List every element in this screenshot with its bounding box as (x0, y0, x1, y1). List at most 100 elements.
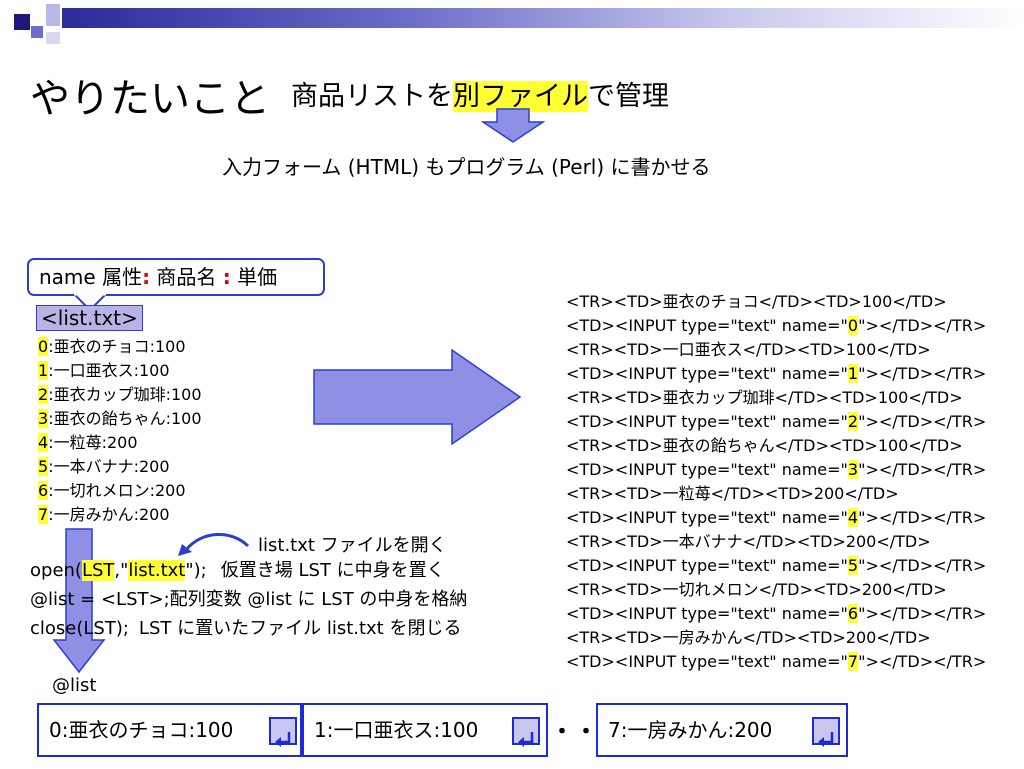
list-item-number: 5 (38, 457, 49, 476)
callout-suffix: 単価 (230, 265, 278, 289)
code-line-post: "></TD></TR> (858, 508, 987, 527)
array-cell-text: 7:一房みかん:200 (608, 718, 773, 742)
array-label: @list (52, 675, 97, 696)
file-name-label: <list.txt> (36, 305, 143, 331)
return-icon (812, 717, 840, 747)
page-title: やりたいこと (30, 76, 270, 122)
code-line: <TR><TD>一切れメロン</TD><TD>200</TD> (566, 578, 986, 602)
list-item-number: 0 (38, 337, 49, 356)
perl-list-note: 配列変数 @list に LST の中身を格納 (169, 589, 468, 610)
list-item-number: 6 (38, 481, 49, 500)
header-square-1 (14, 14, 30, 30)
code-line-num: 5 (847, 556, 859, 575)
code-line: <TR><TD>亜衣のチョコ</TD><TD>100</TD> (566, 290, 986, 314)
code-line-num: 0 (847, 316, 859, 335)
code-line-pre: <TD><INPUT type="text" name=" (566, 316, 848, 335)
list-item: 4:一粒苺:200 (38, 431, 202, 455)
code-line-post: "></TD></TR> (858, 412, 987, 431)
code-line-pre: <TD><INPUT type="text" name=" (566, 460, 848, 479)
array-cell-1: 1:一口亜衣ス:100 (302, 703, 548, 757)
callout-prefix: name 属性 (39, 265, 143, 289)
code-line: <TR><TD>一粒苺</TD><TD>200</TD> (566, 482, 986, 506)
code-line-post: "></TD></TR> (858, 604, 987, 623)
return-icon (512, 717, 540, 747)
code-line-pre: <TR><TD>一本バナナ</TD><TD>200</TD> (566, 532, 931, 551)
code-line-pre: <TR><TD>亜衣の飴ちゃん</TD><TD>100</TD> (566, 436, 963, 455)
code-line: <TD><INPUT type="text" name="3"></TD></T… (566, 458, 986, 482)
code-line-pre: <TR><TD>亜衣カップ珈琲</TD><TD>100</TD> (566, 388, 963, 407)
list-item-text: :一切れメロン:200 (48, 481, 186, 500)
list-item-text: :一房みかん:200 (48, 505, 170, 524)
code-line: <TR><TD>亜衣カップ珈琲</TD><TD>100</TD> (566, 386, 986, 410)
code-line: <TR><TD>一口亜衣ス</TD><TD>100</TD> (566, 338, 986, 362)
list-item-number: 4 (38, 433, 49, 452)
header-square-3 (46, 4, 60, 26)
list-item-number: 7 (38, 505, 49, 524)
code-line-pre: <TR><TD>亜衣のチョコ</TD><TD>100</TD> (566, 292, 947, 311)
code-line-pre: <TD><INPUT type="text" name=" (566, 508, 848, 527)
code-line-pre: <TD><INPUT type="text" name=" (566, 364, 848, 383)
code-line-pre: <TD><INPUT type="text" name=" (566, 652, 848, 671)
list-item-text: :一粒苺:200 (48, 433, 138, 452)
list-item-number: 1 (38, 361, 49, 380)
code-line-num: 4 (847, 508, 859, 527)
code-line: <TD><INPUT type="text" name="1"></TD></T… (566, 362, 986, 386)
list-item: 7:一房みかん:200 (38, 503, 202, 527)
code-line: <TD><INPUT type="text" name="0"></TD></T… (566, 314, 986, 338)
perl-close-line: close(LST);LST に置いたファイル list.txt を閉じる (30, 618, 462, 639)
array-cell-text: 0:亜衣のチョコ:100 (49, 718, 234, 742)
code-line-post: "></TD></TR> (858, 364, 987, 383)
code-line-post: "></TD></TR> (858, 316, 987, 335)
list-item: 3:亜衣の飴ちゃん:100 (38, 407, 202, 431)
callout-pointer (72, 294, 108, 312)
code-line: <TD><INPUT type="text" name="7"></TD></T… (566, 650, 986, 674)
array-cell-0: 0:亜衣のチョコ:100 (37, 703, 302, 757)
return-icon (269, 717, 297, 747)
header-square-2 (31, 26, 43, 38)
code-line-pre: <TD><INPUT type="text" name=" (566, 556, 848, 575)
generated-html-code: <TR><TD>亜衣のチョコ</TD><TD>100</TD> <TD><INPU… (566, 290, 986, 674)
code-line-pre: <TR><TD>一粒苺</TD><TD>200</TD> (566, 484, 899, 503)
code-line: <TD><INPUT type="text" name="4"></TD></T… (566, 506, 986, 530)
code-line: <TR><TD>一房みかん</TD><TD>200</TD> (566, 626, 986, 650)
code-line-pre: <TR><TD>一口亜衣ス</TD><TD>100</TD> (566, 340, 931, 359)
list-item-text: :一本バナナ:200 (48, 457, 170, 476)
code-line-num: 2 (847, 412, 859, 431)
subtitle-before: 商品リストを (291, 81, 453, 112)
subtitle-line: 入力フォーム (HTML) もプログラム (Perl) に書かせる (222, 155, 711, 179)
code-line-post: "></TD></TR> (858, 556, 987, 575)
code-line-pre: <TR><TD>一切れメロン</TD><TD>200</TD> (566, 580, 947, 599)
callout-sep-1: : (142, 265, 151, 289)
code-line-num: 7 (847, 652, 859, 671)
list-item-text: :亜衣のチョコ:100 (48, 337, 186, 356)
subtitle-after: で管理 (588, 81, 669, 112)
code-line-num: 3 (847, 460, 859, 479)
subtitle-highlight: 別ファイル (453, 81, 588, 112)
list-item: 6:一切れメロン:200 (38, 479, 202, 503)
callout-sep-2: : (222, 265, 231, 289)
perl-close-note: LST に置いたファイル list.txt を閉じる (138, 618, 462, 639)
code-line: <TD><INPUT type="text" name="5"></TD></T… (566, 554, 986, 578)
name-attribute-callout: name 属性: 商品名 : 単価 (27, 258, 325, 296)
code-line: <TR><TD>亜衣の飴ちゃん</TD><TD>100</TD> (566, 434, 986, 458)
list-item-text: :一口亜衣ス:100 (48, 361, 170, 380)
code-line-pre: <TD><INPUT type="text" name=" (566, 412, 848, 431)
perl-open-note: 仮置き場 LST に中身を置く (220, 560, 445, 581)
list-item-text: :亜衣の飴ちゃん:100 (48, 409, 202, 428)
code-line-pre: <TD><INPUT type="text" name=" (566, 604, 848, 623)
list-item: 1:一口亜衣ス:100 (38, 359, 202, 383)
header-square-4 (46, 32, 60, 44)
curved-arrow-icon (178, 533, 250, 556)
callout-mid: 商品名 (150, 265, 223, 289)
right-arrow-icon (313, 348, 522, 446)
code-line: <TR><TD>一本バナナ</TD><TD>200</TD> (566, 530, 986, 554)
header-gradient-bar (62, 8, 1024, 28)
code-line-post: "></TD></TR> (858, 460, 987, 479)
list-item-number: 3 (38, 409, 49, 428)
code-line-post: "></TD></TR> (858, 652, 987, 671)
perl-open-line: open(LST,"list.txt");仮置き場 LST に中身を置く (30, 560, 445, 581)
perl-list-line: @list = <LST>;配列変数 @list に LST の中身を格納 (30, 589, 468, 610)
perl-code: open(LST,"list.txt");仮置き場 LST に中身を置く @li… (30, 556, 467, 643)
list-item: 0:亜衣のチョコ:100 (38, 335, 202, 359)
